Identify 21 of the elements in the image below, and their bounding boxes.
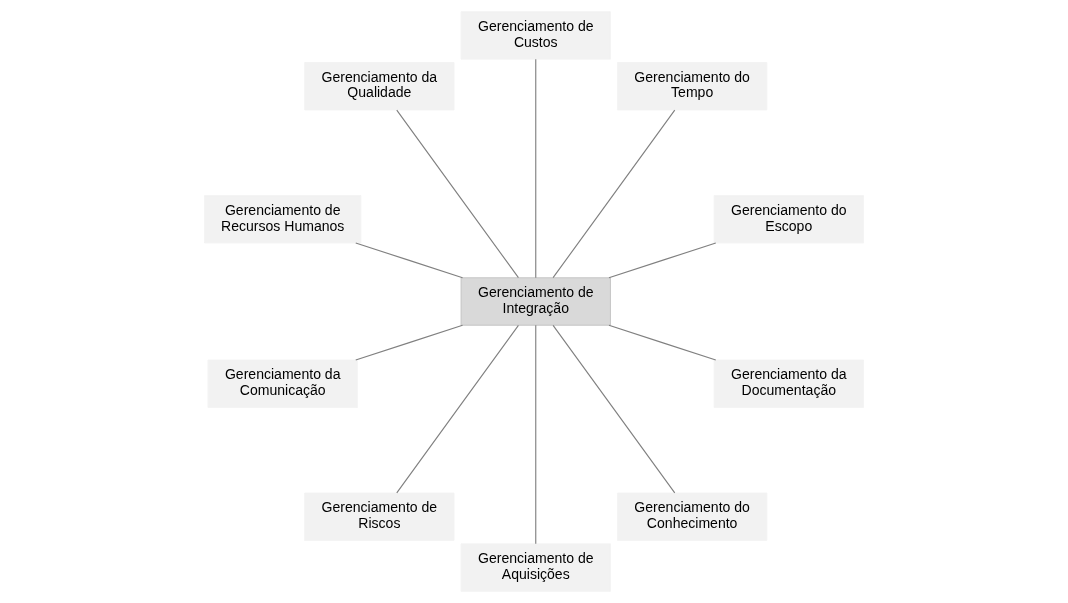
connector <box>355 242 464 279</box>
node-box: Gerenciamento do Escopo <box>713 195 864 244</box>
node-box: Gerenciamento de Aquisições <box>460 543 611 592</box>
node-box: Gerenciamento da Documentação <box>713 359 864 408</box>
node-box: Gerenciamento de Integração <box>460 277 611 326</box>
node-box: Gerenciamento de Riscos <box>304 492 455 541</box>
connector <box>535 324 537 545</box>
connector <box>608 324 717 361</box>
connector <box>355 324 464 361</box>
connector <box>552 324 676 494</box>
node-box: Gerenciamento de Recursos Humanos <box>204 195 362 244</box>
connector <box>535 58 537 279</box>
node-box: Gerenciamento do Conhecimento <box>617 492 768 541</box>
node-box: Gerenciamento do Tempo <box>617 62 768 111</box>
node-box: Gerenciamento da Qualidade <box>304 62 455 111</box>
connector <box>608 242 717 279</box>
connector <box>396 324 519 494</box>
node-box: Gerenciamento de Custos <box>460 11 611 60</box>
connector <box>552 109 676 279</box>
node-box: Gerenciamento da Comunicação <box>207 359 358 408</box>
connector <box>396 109 519 279</box>
